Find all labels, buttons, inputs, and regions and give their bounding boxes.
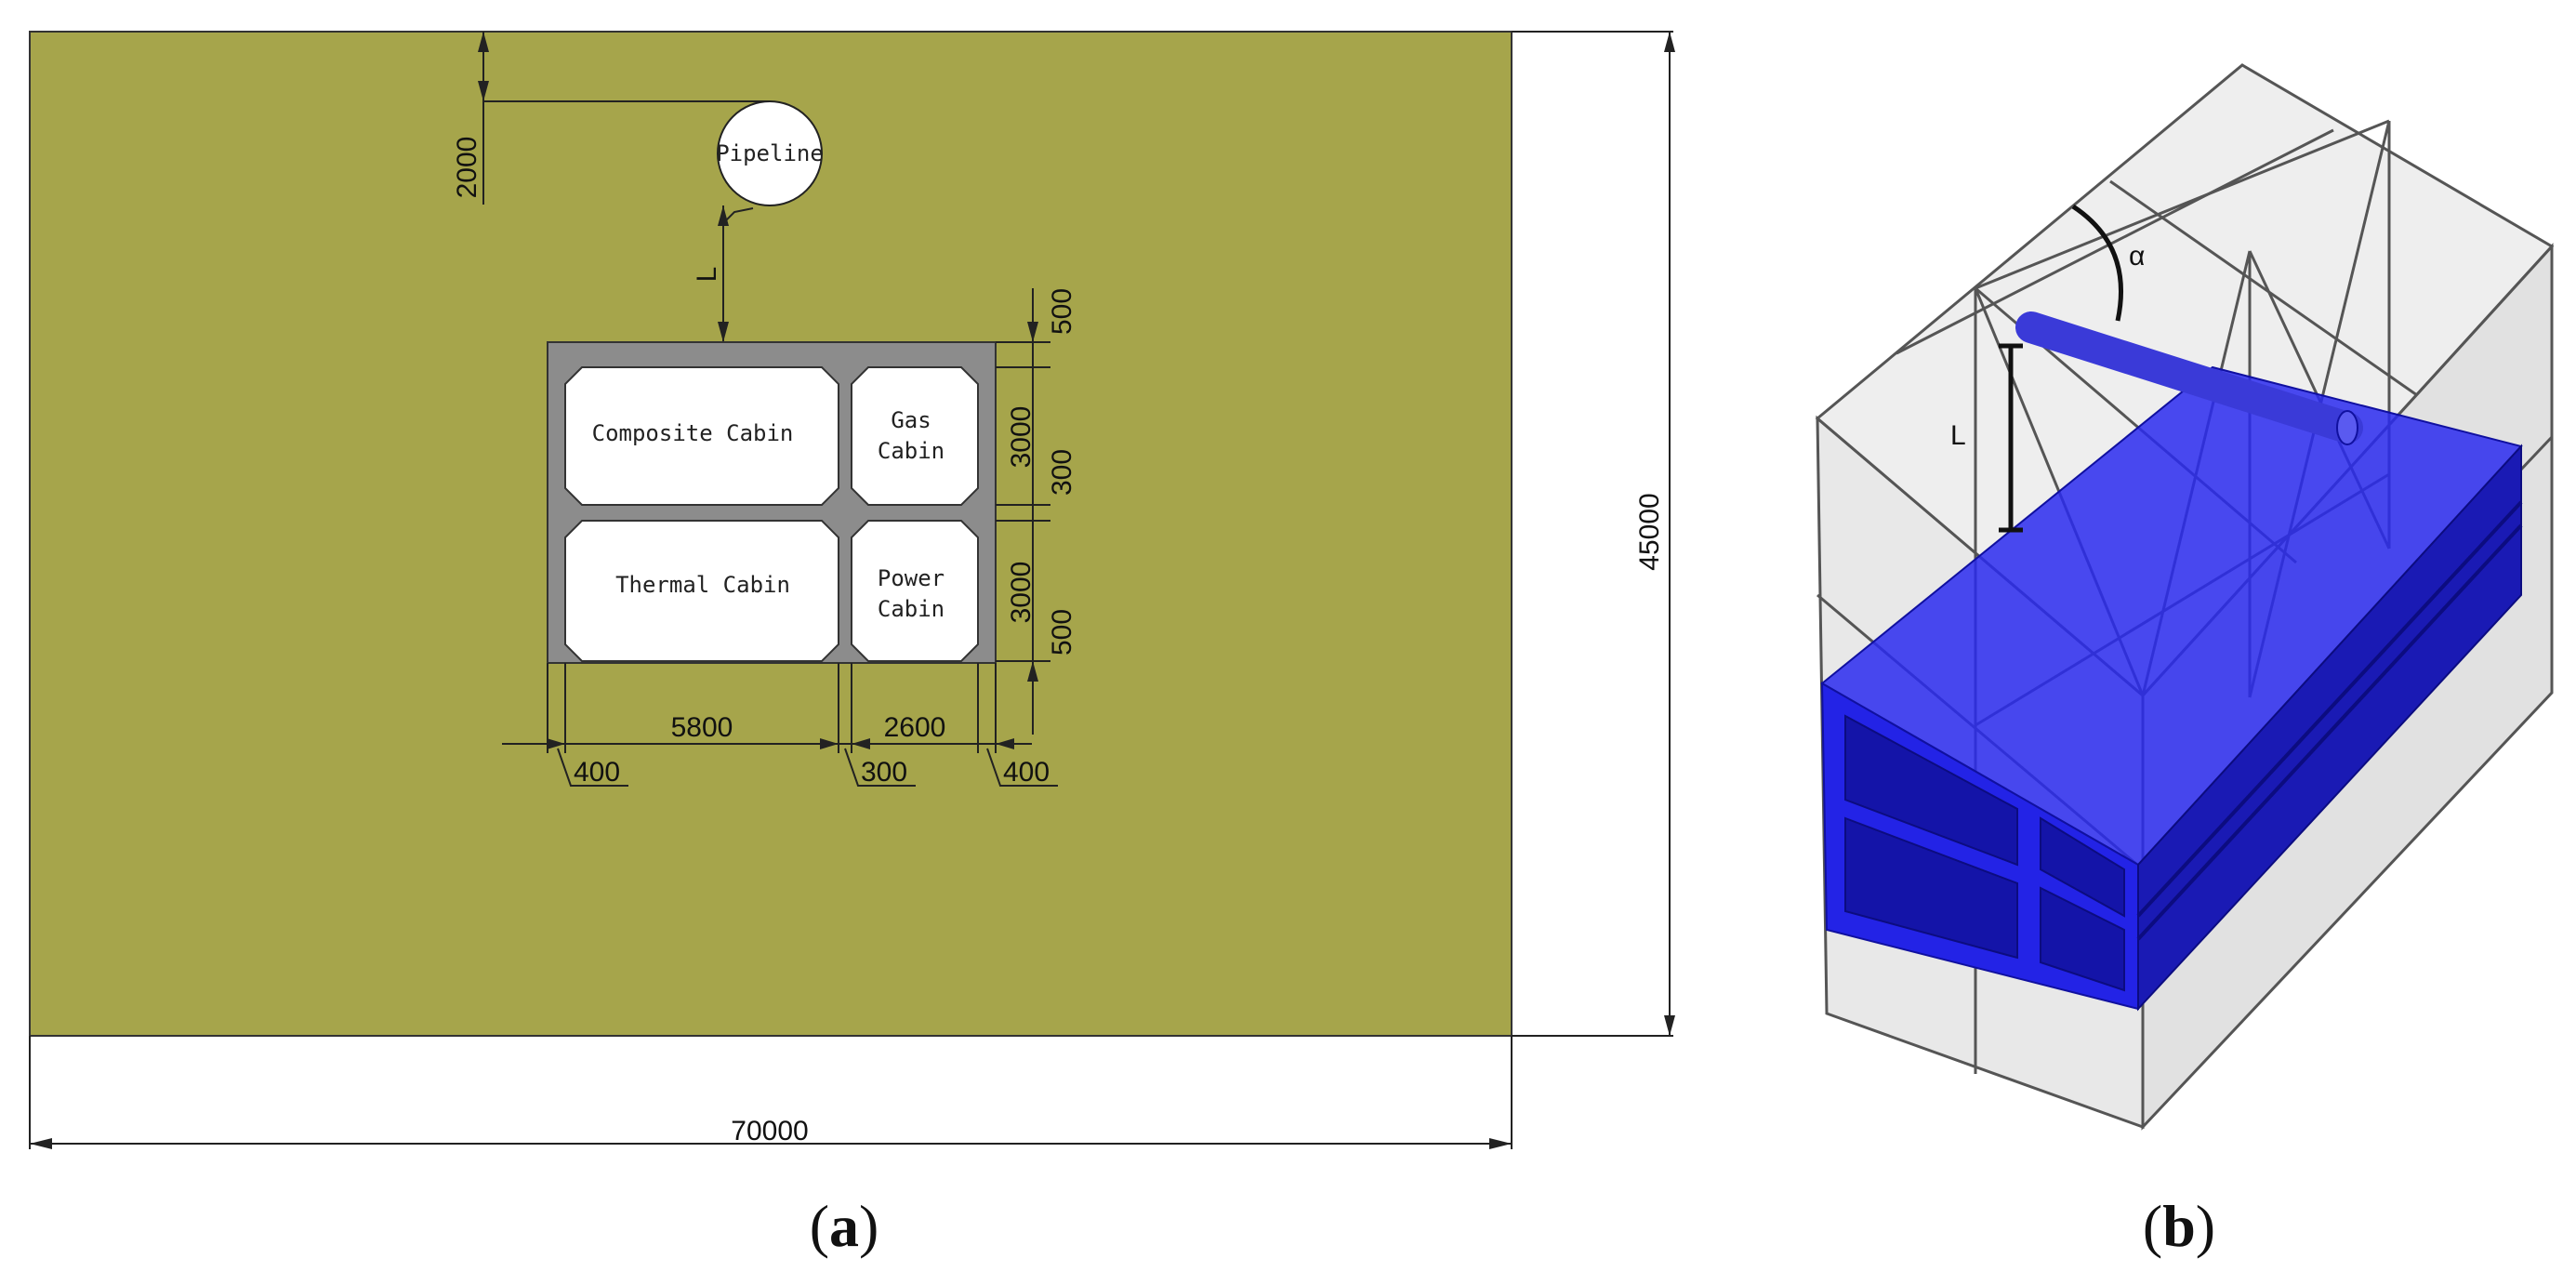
composite-cabin <box>564 366 839 506</box>
gas-cabin-label-2: Cabin <box>878 438 945 464</box>
tunnel-cell-4 <box>2040 886 2125 992</box>
dim-left-wall: 400 <box>574 757 620 788</box>
dim-right-wall: 400 <box>1003 757 1050 788</box>
dim-upper-cell: 3000 <box>1006 406 1037 469</box>
power-cabin-label-1: Power <box>878 565 945 591</box>
dim-top-slab: 500 <box>1047 288 1077 335</box>
gas-cabin <box>851 366 979 506</box>
caption-b: (b) <box>2143 1193 2215 1259</box>
gas-cabin-label-1: Gas <box>891 407 931 433</box>
dim-distance-L: L <box>692 267 722 283</box>
pipe-end <box>2336 410 2358 445</box>
thermal-cabin <box>564 520 839 662</box>
tunnel-cell-3 <box>2040 816 2125 918</box>
power-cabin-label-2: Cabin <box>878 596 945 622</box>
pipeline-label: Pipeline <box>716 140 824 166</box>
composite-cabin-label: Composite Cabin <box>592 420 794 446</box>
panel-b: L α (b) <box>1815 63 2555 1259</box>
dim-lower-cell: 3000 <box>1006 562 1037 624</box>
caption-a: (a) <box>810 1193 879 1259</box>
thermal-cabin-label: Thermal Cabin <box>615 572 790 598</box>
dim-mid-wall: 300 <box>861 757 907 788</box>
tunnel-cell-1 <box>1844 714 2018 867</box>
dim-right-cell-width: 2600 <box>884 712 946 743</box>
tunnel-cell-2 <box>1844 816 2018 960</box>
label-alpha: α <box>2129 241 2145 272</box>
dim-bottom-slab: 500 <box>1047 609 1077 656</box>
alpha-arc <box>2071 204 2123 322</box>
dim-mid-slab: 300 <box>1047 449 1077 496</box>
power-cabin <box>851 520 979 662</box>
dim-left-cell-width: 5800 <box>671 712 733 743</box>
tunnel-side <box>2137 444 2522 1012</box>
dim-soil-width: 70000 <box>731 1116 808 1146</box>
panel-a: 45000 70000 Pipeline 2000 L Composite Ca… <box>29 31 1675 1259</box>
dim-soil-height: 45000 <box>1634 493 1665 570</box>
pipe-body <box>2015 311 2363 444</box>
dim-pipe-depth: 2000 <box>452 137 482 199</box>
label-L: L <box>1950 420 1966 451</box>
